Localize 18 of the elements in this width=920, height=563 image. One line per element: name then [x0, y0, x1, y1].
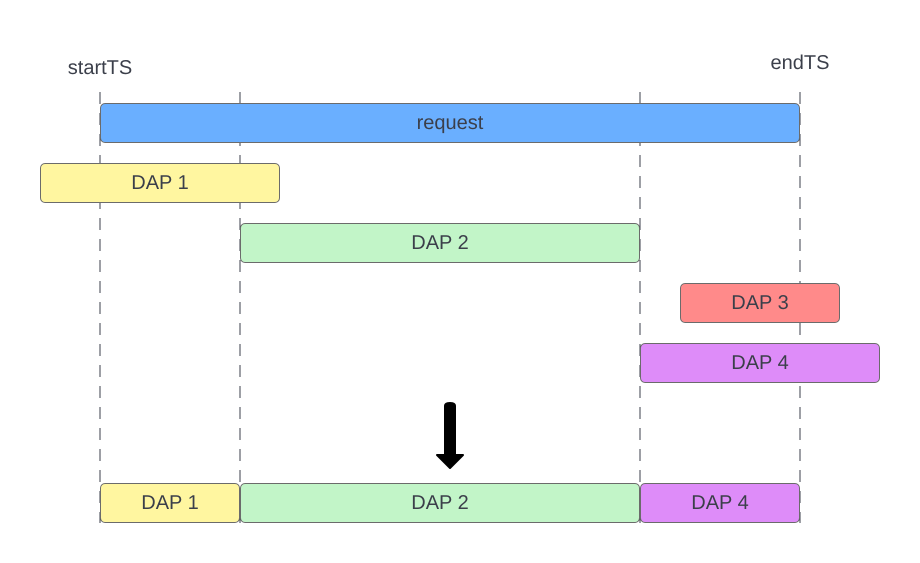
timestamp-label: endTS [770, 52, 830, 75]
bar-label: DAP 2 [411, 492, 469, 514]
timeline-bar [680, 283, 840, 323]
timeline-bar [240, 483, 640, 523]
bar-label: DAP 1 [131, 172, 189, 194]
timeline-bar [640, 343, 880, 383]
timeline-bar [100, 483, 240, 523]
timeline-bar [240, 223, 640, 263]
bar-label: DAP 4 [731, 352, 789, 374]
timeline-bar [640, 483, 800, 523]
timestamp-label: startTS [68, 57, 132, 80]
bar-label: DAP 4 [691, 492, 749, 514]
timeline-bar [100, 103, 800, 143]
timeline-bar [40, 163, 280, 203]
bar-label: DAP 2 [411, 232, 469, 254]
bar-label: request [416, 112, 484, 134]
bar-label: DAP 1 [141, 492, 199, 514]
bar-label: DAP 3 [731, 292, 789, 314]
